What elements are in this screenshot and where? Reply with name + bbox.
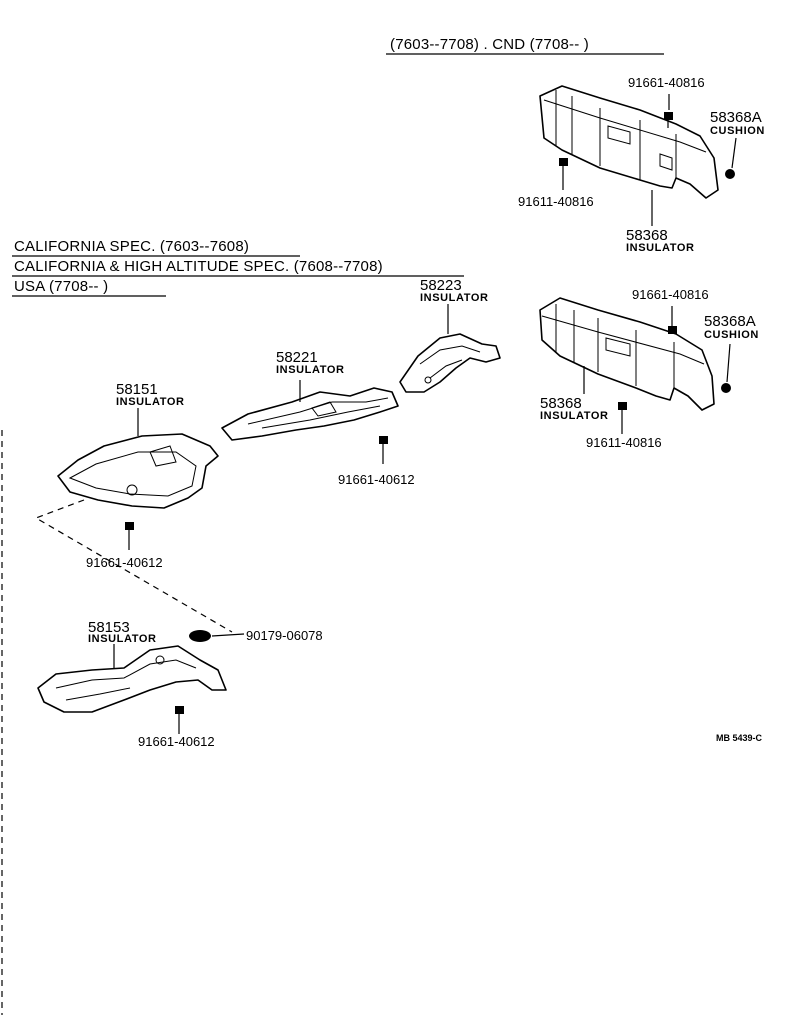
spec-line-high-altitude: CALIFORNIA & HIGH ALTITUDE SPEC. (7608--… [14, 258, 383, 275]
part-number-label: 91661-40816 [632, 287, 709, 302]
insulator-58368-middle [539, 297, 715, 411]
part-number-label: 58153 [88, 619, 130, 636]
part-name-label: INSULATOR [88, 633, 157, 645]
cushion-middle [721, 343, 731, 393]
part-number-label: 58368 [626, 227, 668, 244]
part-name-label: INSULATOR [116, 396, 185, 408]
header-canada-range: (7603--7708) . CND (7708-- ) [390, 36, 590, 53]
insulator-58221 [221, 387, 399, 441]
part-number-label: 91661-40612 [338, 472, 415, 487]
part-number-label: 58151 [116, 381, 158, 398]
diagram-code: MB 5439-C [716, 733, 763, 743]
part-number-label: 90179-06078 [246, 628, 323, 643]
bolt-middle-top [668, 306, 677, 334]
part-number-label: 91661-40612 [86, 555, 163, 570]
clip-90179 [189, 630, 245, 642]
bolt-upper-top [664, 112, 673, 128]
part-name-label: INSULATOR [540, 410, 609, 422]
part-number-label: 91661-40612 [138, 734, 215, 749]
spec-line-usa: USA (7708-- ) [14, 278, 109, 295]
bolt-58153 [175, 706, 184, 734]
part-number-label: 91661-40816 [628, 75, 705, 90]
part-name-label: CUSHION [704, 329, 759, 341]
part-number-label: 58368A [710, 109, 762, 126]
part-name-label: INSULATOR [276, 364, 345, 376]
insulator-58223 [399, 333, 501, 393]
part-name-label: INSULATOR [420, 292, 489, 304]
spec-line-california: CALIFORNIA SPEC. (7603--7608) [14, 238, 250, 255]
part-number-label: 58368 [540, 395, 582, 412]
part-number-label: 58368A [704, 313, 756, 330]
bolt-58151 [125, 522, 134, 550]
bolt-58221 [379, 436, 388, 464]
part-number-label: 91611-40816 [586, 435, 662, 450]
insulator-58151 [57, 433, 219, 509]
insulator-58368-upper [539, 85, 719, 199]
part-number-label: 58221 [276, 349, 318, 366]
part-number-label: 91611-40816 [518, 194, 594, 209]
dashed-connection [34, 499, 233, 633]
bolt-middle-bottom [618, 402, 627, 434]
part-name-label: CUSHION [710, 125, 765, 137]
part-number-label: 58223 [420, 277, 462, 294]
part-name-label: INSULATOR [626, 242, 695, 254]
insulator-58153 [37, 645, 227, 713]
cushion-upper [725, 137, 737, 179]
bolt-upper-bottom [559, 158, 568, 190]
